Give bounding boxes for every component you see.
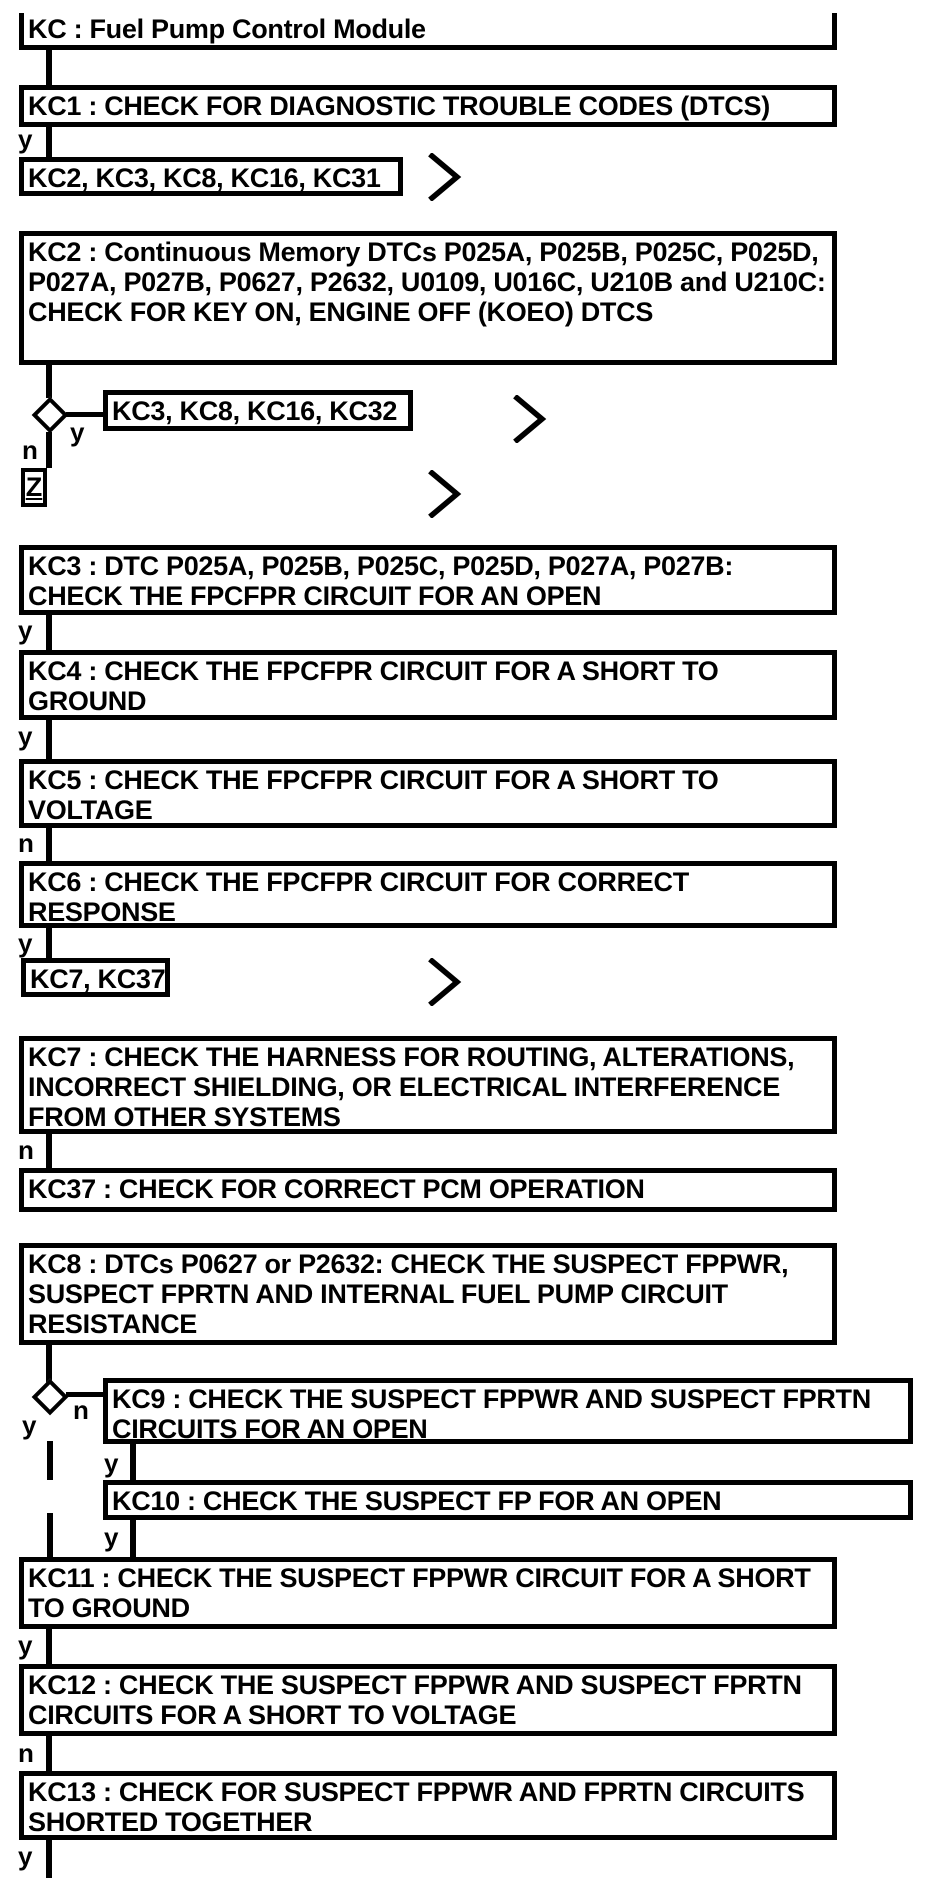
connector-line [46, 720, 52, 759]
node-kc13[interactable]: KC13 : CHECK FOR SUSPECT FPPWR AND FPRTN… [19, 1771, 837, 1840]
node-kc8[interactable]: KC8 : DTCs P0627 or P2632: CHECK THE SUS… [19, 1243, 837, 1345]
connector-line-dash [47, 1441, 53, 1480]
node-kc11[interactable]: KC11 : CHECK THE SUSPECT FPPWR CIRCUIT F… [19, 1557, 837, 1629]
node-kc10[interactable]: KC10 : CHECK THE SUSPECT FP FOR AN OPEN [103, 1480, 913, 1520]
connector-line [46, 1134, 52, 1168]
connector-line [46, 432, 52, 468]
branch-label-yes: y [18, 1841, 33, 1871]
node-kc9[interactable]: KC9 : CHECK THE SUSPECT FPPWR AND SUSPEC… [103, 1378, 913, 1444]
connector-line [46, 365, 52, 398]
branch-label-yes: y [18, 721, 33, 751]
branch-label-yes: y [18, 1630, 33, 1660]
offpage-chevron-icon [428, 470, 462, 518]
connector-line [46, 50, 52, 85]
connector-line [46, 1736, 52, 1771]
ref-box-kc3-kc8-kc16-kc32[interactable]: KC3, KC8, KC16, KC32 [103, 390, 413, 431]
branch-label-yes: y [18, 928, 33, 958]
branch-label-no: n [22, 435, 38, 465]
node-kc3[interactable]: KC3 : DTC P025A, P025B, P025C, P025D, P0… [19, 545, 837, 615]
node-kc6[interactable]: KC6 : CHECK THE FPCFPR CIRCUIT FOR CORRE… [19, 861, 837, 928]
flowchart-title: KC : Fuel Pump Control Module [19, 13, 837, 50]
branch-label-yes: y [18, 615, 33, 645]
offpage-chevron-icon [428, 153, 462, 201]
connector-line [130, 1444, 136, 1480]
z-offpage-connector[interactable]: Z [21, 468, 47, 507]
connector-line [66, 1392, 104, 1397]
branch-label-yes: y [104, 1448, 119, 1478]
connector-line [66, 412, 104, 417]
ref-box-kc7-kc37[interactable]: KC7, KC37 [21, 958, 170, 997]
branch-label-yes: y [104, 1522, 119, 1552]
z-label: Z [25, 472, 43, 502]
connector-line-dash [47, 1513, 53, 1557]
branch-label-no: n [18, 1738, 34, 1768]
branch-label-no: n [73, 1395, 89, 1425]
branch-label-no: n [18, 1135, 34, 1165]
node-kc5[interactable]: KC5 : CHECK THE FPCFPR CIRCUIT FOR A SHO… [19, 759, 837, 828]
branch-label-yes: y [22, 1410, 37, 1440]
branch-label-yes: y [18, 124, 33, 154]
connector-line [46, 1345, 52, 1384]
node-kc1[interactable]: KC1 : CHECK FOR DIAGNOSTIC TROUBLE CODES… [19, 85, 837, 127]
node-kc12[interactable]: KC12 : CHECK THE SUSPECT FPPWR AND SUSPE… [19, 1664, 837, 1736]
connector-line [46, 614, 52, 650]
decision-diamond [31, 396, 69, 434]
branch-label-no: n [18, 828, 34, 858]
connector-line [46, 1629, 52, 1664]
connector-line [46, 127, 52, 157]
connector-line [46, 928, 52, 958]
node-kc2[interactable]: KC2 : Continuous Memory DTCs P025A, P025… [19, 231, 837, 365]
ref-box-kc2-kc3-kc8-kc16-kc31[interactable]: KC2, KC3, KC8, KC16, KC31 [19, 157, 403, 196]
offpage-chevron-icon [513, 395, 547, 443]
connector-line [46, 1840, 52, 1878]
node-kc37[interactable]: KC37 : CHECK FOR CORRECT PCM OPERATION [19, 1168, 837, 1212]
node-kc7[interactable]: KC7 : CHECK THE HARNESS FOR ROUTING, ALT… [19, 1036, 837, 1134]
connector-line [130, 1519, 136, 1557]
offpage-chevron-icon [428, 958, 462, 1006]
decision-diamond [31, 1378, 69, 1416]
branch-label-yes: y [70, 417, 85, 447]
node-kc4[interactable]: KC4 : CHECK THE FPCFPR CIRCUIT FOR A SHO… [19, 650, 837, 720]
connector-line [46, 827, 52, 861]
